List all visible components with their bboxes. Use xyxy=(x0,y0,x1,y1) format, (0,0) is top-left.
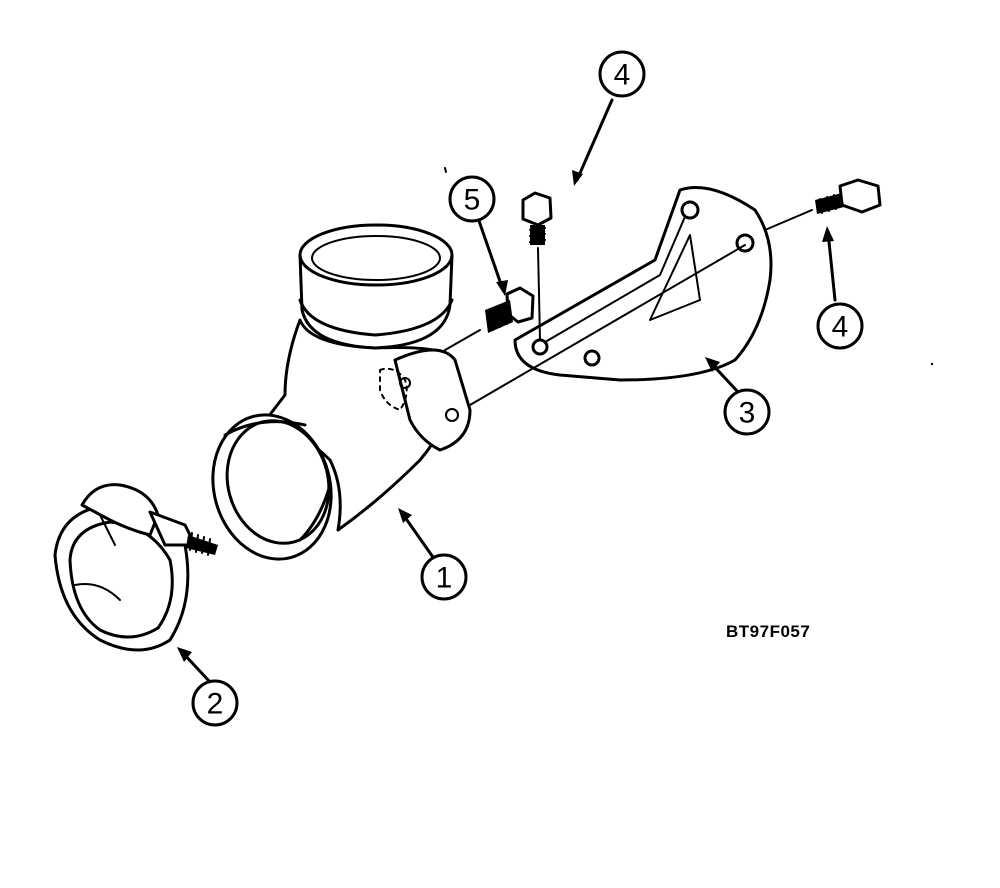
stray-dot xyxy=(930,362,934,366)
callout-4-top-label: 4 xyxy=(614,59,631,92)
figure-reference-code: BT97F057 xyxy=(726,622,810,641)
callout-1-label: 1 xyxy=(436,562,453,595)
callout-5: 5 xyxy=(448,175,496,223)
bolt-vertical xyxy=(521,191,553,341)
bolt-horizontal xyxy=(764,178,882,231)
leader-arrows xyxy=(177,98,837,684)
screw xyxy=(444,286,535,351)
assembly-lines xyxy=(444,167,746,406)
callout-4-top: 4 xyxy=(598,50,646,98)
hose-clamp xyxy=(53,483,218,652)
callout-2-label: 2 xyxy=(207,688,224,721)
callout-2: 2 xyxy=(191,679,239,727)
callout-3-label: 3 xyxy=(739,397,756,430)
callout-3: 3 xyxy=(723,388,771,436)
mounting-bracket xyxy=(513,186,773,382)
callout-5-label: 5 xyxy=(464,184,481,217)
callout-4-right-label: 4 xyxy=(832,311,849,344)
callout-4-right: 4 xyxy=(816,302,864,350)
elbow-pipe xyxy=(211,223,472,561)
callout-1: 1 xyxy=(420,553,468,601)
